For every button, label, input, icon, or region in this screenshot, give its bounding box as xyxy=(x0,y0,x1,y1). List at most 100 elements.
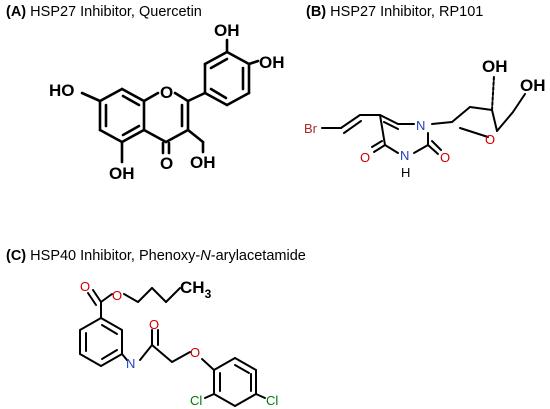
bond-inner xyxy=(101,324,118,335)
atom-label: OH xyxy=(214,21,240,40)
bond xyxy=(139,344,153,361)
atom-label: O xyxy=(149,317,159,332)
bond xyxy=(100,293,113,303)
bond xyxy=(343,120,362,134)
bond xyxy=(373,144,386,153)
bond xyxy=(120,87,146,103)
bond xyxy=(100,317,123,331)
panel-c-letter: (C) xyxy=(6,248,27,264)
bond xyxy=(98,87,124,103)
atom-label: N xyxy=(416,118,425,133)
atom-label: HO xyxy=(49,81,75,100)
atom-label: O xyxy=(440,150,450,165)
bond xyxy=(431,140,442,151)
atom-label: OH xyxy=(190,153,216,172)
atom-label: Br xyxy=(304,121,318,136)
rp101-structure xyxy=(321,75,526,155)
bond xyxy=(383,121,399,130)
panel-c-text-post: -arylacetamide xyxy=(210,248,306,264)
bond xyxy=(491,75,495,111)
bond xyxy=(379,114,386,146)
bond xyxy=(79,353,102,367)
atom-label: OH xyxy=(482,57,508,76)
bond-inner xyxy=(209,57,229,70)
bond xyxy=(121,353,128,361)
bond-inner xyxy=(121,124,141,137)
bond xyxy=(87,292,97,306)
bond xyxy=(427,144,439,155)
bond xyxy=(371,140,383,148)
bond xyxy=(469,106,493,111)
atom-label: O xyxy=(112,288,122,303)
bond xyxy=(165,287,181,303)
panel-b-title: (B) HSP27 Inhibitor, RP101 xyxy=(306,4,483,20)
bond xyxy=(123,293,139,303)
atom-label: H xyxy=(401,165,410,180)
bond xyxy=(413,144,429,154)
atom-label: O xyxy=(485,132,495,147)
bond xyxy=(171,351,191,363)
bond xyxy=(379,114,399,125)
bond xyxy=(255,393,266,399)
atom-label: O xyxy=(160,154,173,173)
rp101-atoms: Br N N H O O O OH OH xyxy=(304,57,546,180)
bond xyxy=(496,111,514,132)
bond xyxy=(92,289,102,303)
panel-b-text: HSP27 Inhibitor, RP101 xyxy=(330,4,484,20)
bond xyxy=(512,93,526,113)
bond xyxy=(225,91,251,107)
bond xyxy=(137,287,153,303)
bond-inner xyxy=(234,364,250,374)
bond xyxy=(204,393,215,399)
arylacetamide-structure xyxy=(79,287,266,407)
ch3-subscript: 3 xyxy=(205,287,212,301)
atom-label: N xyxy=(400,148,409,163)
bond xyxy=(120,128,146,144)
panel-a-title: (A) HSP27 Inhibitor, Quercetin xyxy=(6,4,202,20)
bond xyxy=(340,114,361,129)
bond xyxy=(142,128,168,144)
atom-label: N xyxy=(126,356,135,371)
atom-label: OH xyxy=(259,53,285,72)
panel-a-text: HSP27 Inhibitor, Quercetin xyxy=(30,4,202,20)
panel-c-title: (C) HSP40 Inhibitor, Phenoxy-N-arylaceta… xyxy=(6,248,306,264)
bond xyxy=(384,144,399,154)
atom-label: O xyxy=(360,150,370,165)
bond xyxy=(186,91,207,103)
atom-label: CH3 xyxy=(180,278,212,301)
bond-inner xyxy=(101,349,118,360)
bond xyxy=(173,91,190,103)
bond xyxy=(186,128,205,144)
panel-b-letter: (B) xyxy=(306,4,327,20)
bond xyxy=(431,121,453,125)
bond xyxy=(151,344,173,363)
atom-label: Cl xyxy=(190,393,202,408)
atom-label: Cl xyxy=(266,393,278,408)
bond xyxy=(234,357,257,371)
bond xyxy=(451,106,471,123)
bond-inner xyxy=(121,94,141,107)
bond xyxy=(491,109,498,132)
bond xyxy=(201,358,215,371)
atom-label: OH xyxy=(109,164,135,183)
bond xyxy=(151,287,167,303)
quercetin-atoms: OH OH HO O O OH OH xyxy=(49,21,285,183)
bond xyxy=(80,91,102,103)
bond xyxy=(79,317,102,331)
atom-label: OH xyxy=(520,76,546,95)
panel-c-text-pre: HSP40 Inhibitor, Phenoxy- xyxy=(30,248,201,264)
bond xyxy=(247,59,260,66)
bond xyxy=(164,128,190,144)
bond xyxy=(213,357,236,371)
panel-a-letter: (A) xyxy=(6,4,27,20)
arylacetamide-atoms: O O CH3 N O O Cl Cl xyxy=(80,278,278,408)
quercetin-structure xyxy=(80,38,260,164)
bond xyxy=(203,50,229,66)
bond xyxy=(98,128,124,144)
bond xyxy=(100,353,123,367)
panel-c-text-italic: N xyxy=(200,248,211,264)
ch3-main: CH xyxy=(180,278,205,297)
bond xyxy=(459,127,489,138)
bond xyxy=(225,50,251,66)
